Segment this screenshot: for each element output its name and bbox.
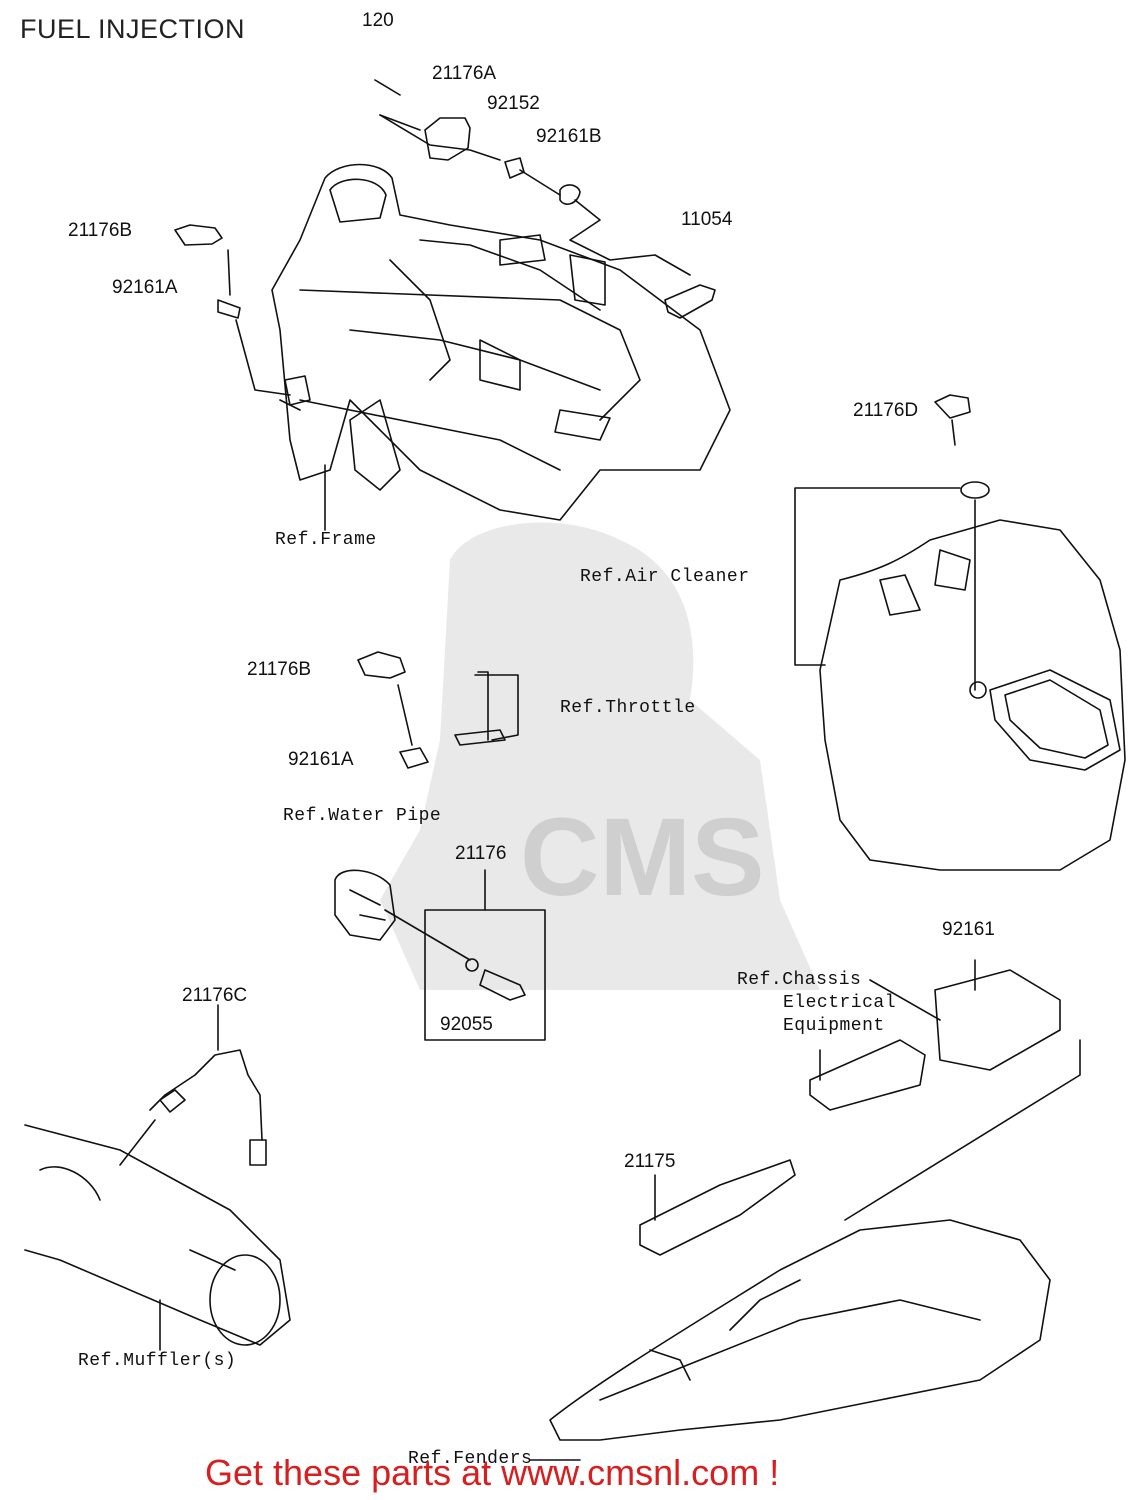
part-label-92161A-mid: 92161A — [288, 749, 354, 770]
part-label-92152: 92152 — [487, 93, 540, 114]
part-label-21176A: 21176A — [432, 63, 497, 84]
part-label-92161A-top: 92161A — [112, 277, 178, 298]
ref-chassis-label-3: Equipment — [783, 1016, 885, 1036]
air-cleaner-drawing — [819, 519, 1126, 871]
part-label-21176D: 21176D — [853, 400, 919, 421]
part-label-92161B: 92161B — [536, 126, 602, 147]
grommet-92161B — [559, 184, 581, 205]
water-pipe-drawing — [334, 869, 546, 1041]
sensor-21176B-mid — [357, 651, 519, 769]
leader-lines-top — [519, 169, 691, 276]
part-label-21176C: 21176C — [182, 985, 248, 1006]
ref-fenders-label: Ref.Fenders — [408, 1449, 533, 1469]
part-label-11054: 11054 — [681, 209, 733, 230]
sensor-21176B-top — [174, 224, 301, 411]
part-label-21175: 21175 — [624, 1151, 676, 1172]
ref-frame-label: Ref.Frame — [275, 530, 377, 550]
ecu-21175 — [639, 1039, 1081, 1256]
frame-drawing — [271, 163, 731, 521]
part-label-92055: 92055 — [440, 1014, 493, 1035]
part-label-21176B-top: 21176B — [68, 220, 133, 241]
part-label-21176: 21176 — [455, 843, 507, 864]
part-label-120: 120 — [362, 10, 394, 31]
ref-mufflers-label: Ref.Muffler(s) — [78, 1351, 237, 1371]
ref-chassis-label-2: Electrical — [783, 993, 897, 1013]
ref-water-pipe-label: Ref.Water Pipe — [283, 806, 442, 826]
washer-92152 — [504, 157, 525, 179]
rear-fender-drawing — [529, 1219, 1051, 1461]
sensor-21176D — [794, 394, 990, 691]
sensor-21176A — [374, 79, 501, 161]
part-label-21176B-mid: 21176B — [247, 659, 312, 680]
ref-chassis-label-1: Ref.Chassis — [737, 970, 862, 990]
ref-throttle-label: Ref.Throttle — [560, 698, 696, 718]
part-label-92161: 92161 — [942, 919, 995, 940]
watermark-text: CMS — [520, 796, 764, 919]
cms-watermark: CMS — [380, 522, 820, 990]
page-title: FUEL INJECTION — [20, 14, 246, 44]
ecu-92161 — [809, 959, 1061, 1111]
ref-air-cleaner-label: Ref.Air Cleaner — [580, 567, 750, 587]
o2-sensor-21176C — [119, 1004, 267, 1166]
footer-link-text[interactable]: Get these parts at www.cmsnl.com ! — [205, 1452, 780, 1493]
chassis-ref-leader — [869, 979, 941, 1021]
muffler-drawing — [24, 1124, 291, 1351]
bracket-11054 — [664, 284, 716, 319]
